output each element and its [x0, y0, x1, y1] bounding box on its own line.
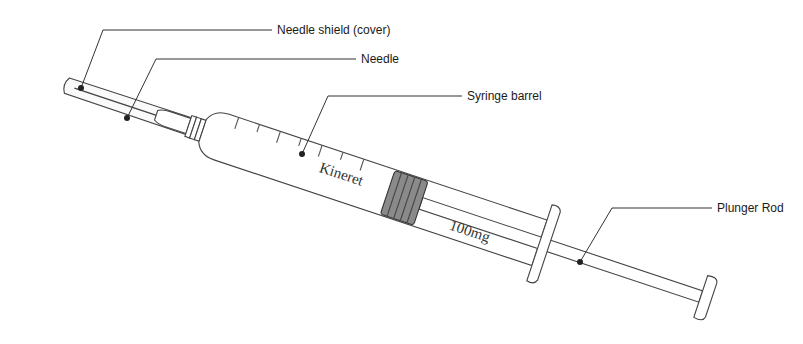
part-label: Needle shield (cover)	[277, 23, 390, 37]
needle	[74, 88, 158, 116]
leader-lines	[81, 30, 712, 262]
finger-flange	[527, 204, 562, 284]
syringe-drawing	[52, 46, 724, 338]
syringe-barrel	[195, 108, 547, 266]
needle-hub	[154, 108, 191, 134]
barrel-graduations	[235, 117, 364, 170]
part-label: Plunger Rod	[717, 201, 784, 215]
leader-dots	[78, 85, 583, 265]
plunger-stopper	[380, 170, 428, 225]
plunger-rod	[419, 198, 703, 303]
part-label: Syringe barrel	[467, 89, 542, 103]
part-label: Needle	[361, 52, 399, 66]
stopper-ridges	[387, 173, 421, 223]
thumb-pad	[694, 275, 719, 321]
needle-shield	[62, 76, 210, 141]
